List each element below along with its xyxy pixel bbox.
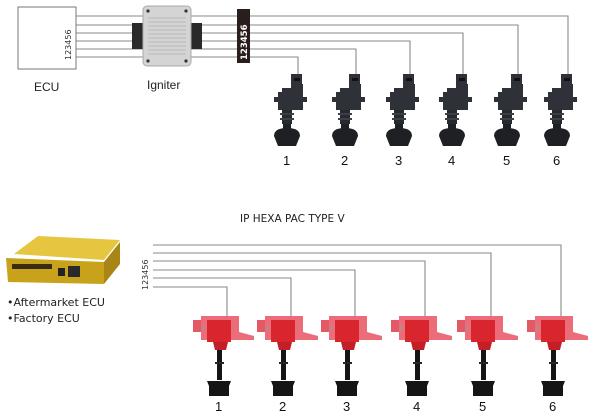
top-coil-number: 6 [553, 153, 560, 168]
bottom-coil-number: 1 [215, 399, 222, 414]
top-coil-2: 2 [332, 74, 365, 168]
bottom-wire-2 [153, 277, 292, 318]
top-coil-wire-1 [250, 56, 299, 78]
ecu-box [17, 6, 77, 70]
bottom-coil-1: 1 [193, 316, 254, 414]
connector-pin-labels: 123456 [240, 24, 250, 60]
bottom-coil-4: 4 [391, 316, 452, 414]
top-coil-number: 3 [395, 153, 402, 168]
bottom-pin-labels: 123456 [141, 259, 150, 290]
top-coil-number: 2 [341, 153, 348, 168]
igniter [132, 5, 202, 67]
bottom-coil-number: 2 [279, 399, 286, 414]
top-coil-wire-2 [250, 48, 357, 78]
top-coil-number: 4 [448, 153, 455, 168]
bottom-wire-6 [153, 244, 562, 318]
top-coil-4: 4 [439, 74, 472, 168]
bottom-wire-3 [153, 269, 356, 318]
bottom-wire-5 [153, 252, 492, 318]
top-coil-5: 5 [494, 74, 527, 168]
bottom-section: IP HEXA PAC TYPE V •Aftermarket ECU •Fac… [6, 213, 588, 414]
top-coil-wire-3 [250, 40, 411, 78]
product-title: IP HEXA PAC TYPE V [240, 213, 345, 225]
bottom-wire-4 [153, 260, 426, 318]
top-coil-number: 5 [503, 153, 510, 168]
bottom-coil-number: 3 [343, 399, 350, 414]
top-coil-wire-5 [250, 24, 519, 78]
bottom-coil-5: 5 [457, 316, 518, 414]
bottom-coil-6: 6 [527, 316, 588, 414]
top-coils: 1 2 3 4 5 6 [274, 74, 577, 168]
bottom-coil-number: 6 [549, 399, 556, 414]
igniter-label: Igniter [147, 78, 180, 92]
ecu-pin-labels: 123456 [64, 29, 73, 60]
top-coil-number: 1 [283, 153, 290, 168]
top-coil-6: 6 [544, 74, 577, 168]
bottom-coils: 1 2 3 4 5 6 [193, 316, 588, 414]
bottom-coil-number: 4 [413, 399, 420, 414]
aftermarket-ecu-device [6, 236, 120, 284]
bottom-wire-bundle [153, 244, 562, 318]
ecu-label: ECU [34, 80, 59, 94]
ecu-option-factory: •Factory ECU [7, 312, 80, 325]
bottom-coil-2: 2 [257, 316, 318, 414]
bottom-coil-number: 5 [479, 399, 486, 414]
top-coil-wire-4 [250, 32, 464, 78]
coil-connector [237, 9, 250, 63]
top-coil-wire-6 [250, 15, 569, 78]
ecu-option-aftermarket: •Aftermarket ECU [7, 296, 105, 309]
bottom-wire-1 [153, 286, 228, 318]
top-coil-1: 1 [274, 74, 307, 168]
bottom-coil-3: 3 [321, 316, 382, 414]
top-coil-3: 3 [386, 74, 419, 168]
